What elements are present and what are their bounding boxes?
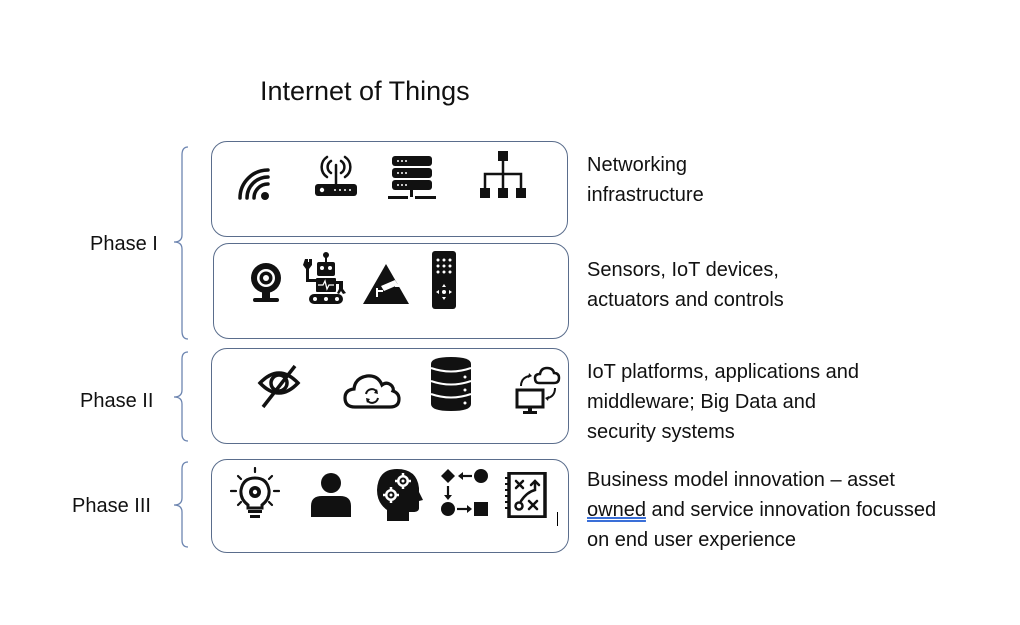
phase-3-label: Phase III: [72, 495, 151, 517]
phase-2-brace: [173, 351, 189, 442]
desc-line: Business model innovation – asset: [587, 469, 895, 491]
cloud-sync-icon: [343, 374, 401, 409]
desc-line: actuators and controls: [587, 289, 784, 311]
strategy-board-icon: [505, 472, 547, 518]
desc-line: owned and service innovation focussed: [587, 495, 936, 525]
misspelled-word[interactable]: owned: [587, 499, 646, 521]
cctv-warning-icon: [363, 264, 409, 304]
desc-line: infrastructure: [587, 184, 704, 206]
desc-line: security systems: [587, 421, 735, 443]
eye-slash-icon: [257, 364, 301, 409]
database-icon: [430, 357, 472, 411]
wifi-icon: [238, 168, 270, 200]
layer-3-description: IoT platforms, applications and middlewa…: [587, 357, 859, 447]
layer-box-platforms: [211, 348, 569, 444]
hierarchy-icon: [480, 151, 526, 198]
layer-4-description: Business model innovation – asset owned …: [587, 465, 936, 555]
phase-2-label: Phase II: [80, 390, 154, 412]
head-gears-icon: [377, 469, 423, 521]
diagram-title: Internet of Things: [260, 76, 470, 106]
layer-box-business: [211, 459, 569, 553]
desc-line-rest: and service innovation focussed: [651, 499, 937, 521]
router-icon: [315, 155, 357, 196]
text-cursor: [557, 512, 558, 526]
desc-line: middleware; Big Data and: [587, 391, 817, 413]
layer-box-sensors: [213, 243, 569, 339]
desc-line: IoT platforms, applications and: [587, 361, 860, 383]
remote-control-icon: [432, 251, 456, 309]
layer-1-description: Networking infrastructure: [587, 150, 704, 210]
desc-line: Sensors, IoT devices,: [587, 259, 779, 281]
cloud-computer-sync-icon: [515, 366, 561, 414]
webcam-icon: [251, 263, 281, 302]
desc-line: Networking: [587, 154, 688, 176]
person-icon: [311, 473, 351, 517]
robot-icon: [303, 252, 346, 304]
layer-box-networking: [211, 141, 568, 237]
lightbulb-gear-icon: [230, 467, 280, 518]
desc-line: on end user experience: [587, 529, 797, 551]
phase-3-brace: [173, 461, 189, 548]
server-icon: [388, 156, 436, 199]
phase-1-brace: [173, 146, 189, 340]
layer-2-description: Sensors, IoT devices, actuators and cont…: [587, 255, 784, 315]
workflow-icon: [441, 469, 488, 516]
phase-1-label: Phase I: [90, 233, 158, 255]
